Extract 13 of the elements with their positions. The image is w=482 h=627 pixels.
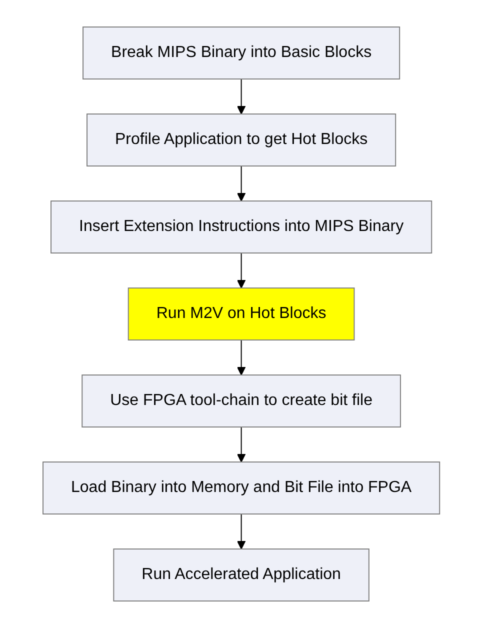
node-box: Break MIPS Binary into Basic Blocks	[82, 26, 400, 79]
arrow	[236, 513, 246, 549]
node-box: Run Accelerated Application	[112, 548, 370, 601]
arrow	[236, 426, 246, 462]
node-box: Use FPGA tool-chain to create bit file	[81, 374, 401, 427]
arrow	[236, 252, 246, 288]
node-box: Load Binary into Memory and Bit File into FPGA	[42, 461, 440, 514]
arrow	[236, 165, 246, 201]
arrow	[236, 78, 246, 114]
node-box: Profile Application to get Hot Blocks	[86, 113, 396, 166]
node-box: Run M2V on Hot Blocks	[128, 287, 354, 340]
node-box: Insert Extension Instructions into MIPS Binary	[50, 200, 432, 253]
arrow	[236, 339, 246, 375]
